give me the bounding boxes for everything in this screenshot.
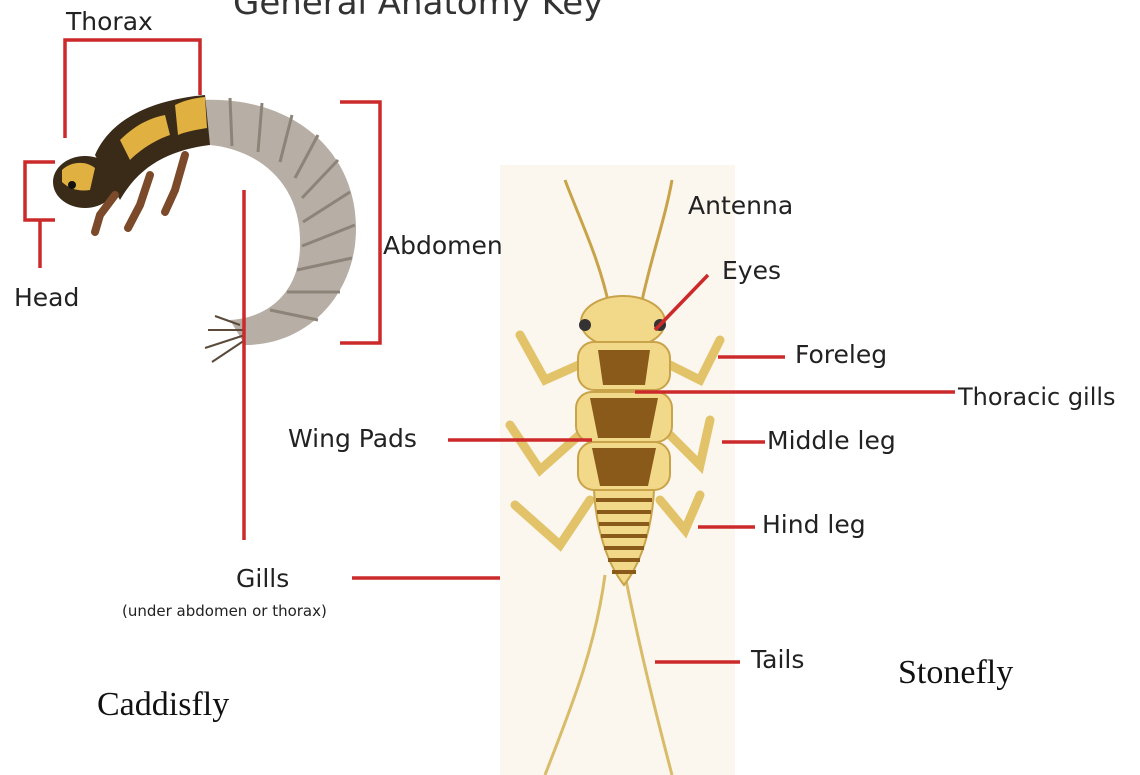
label-head: Head [14, 285, 79, 310]
caddisfly-eye [68, 181, 76, 189]
label-gills-note: (under abdomen or thorax) [122, 604, 327, 619]
stonefly-head-shape [581, 296, 665, 348]
label-wing-pads: Wing Pads [288, 426, 417, 451]
label-antenna: Antenna [688, 193, 793, 218]
caddisfly-abdomen-shape [200, 100, 356, 345]
head-bracket [25, 162, 55, 220]
diagram-title: General Anatomy Key [233, 0, 603, 20]
stonefly-name: Stonefly [898, 656, 1013, 690]
label-tails: Tails [751, 647, 804, 672]
label-eyes: Eyes [722, 258, 781, 283]
stonefly-eye-left [579, 319, 591, 331]
stonefly-illustration [500, 165, 735, 775]
label-gills: Gills [236, 566, 289, 591]
caddisfly-name: Caddisfly [97, 688, 229, 722]
caddisfly-illustration [53, 95, 356, 362]
label-middle-leg: Middle leg [767, 428, 896, 453]
label-foreleg: Foreleg [795, 342, 887, 367]
label-thoracic-gills: Thoracic gills [958, 385, 1116, 409]
label-abdomen: Abdomen [383, 233, 503, 258]
label-thorax: Thorax [66, 9, 153, 34]
label-hind-leg: Hind leg [762, 512, 866, 537]
